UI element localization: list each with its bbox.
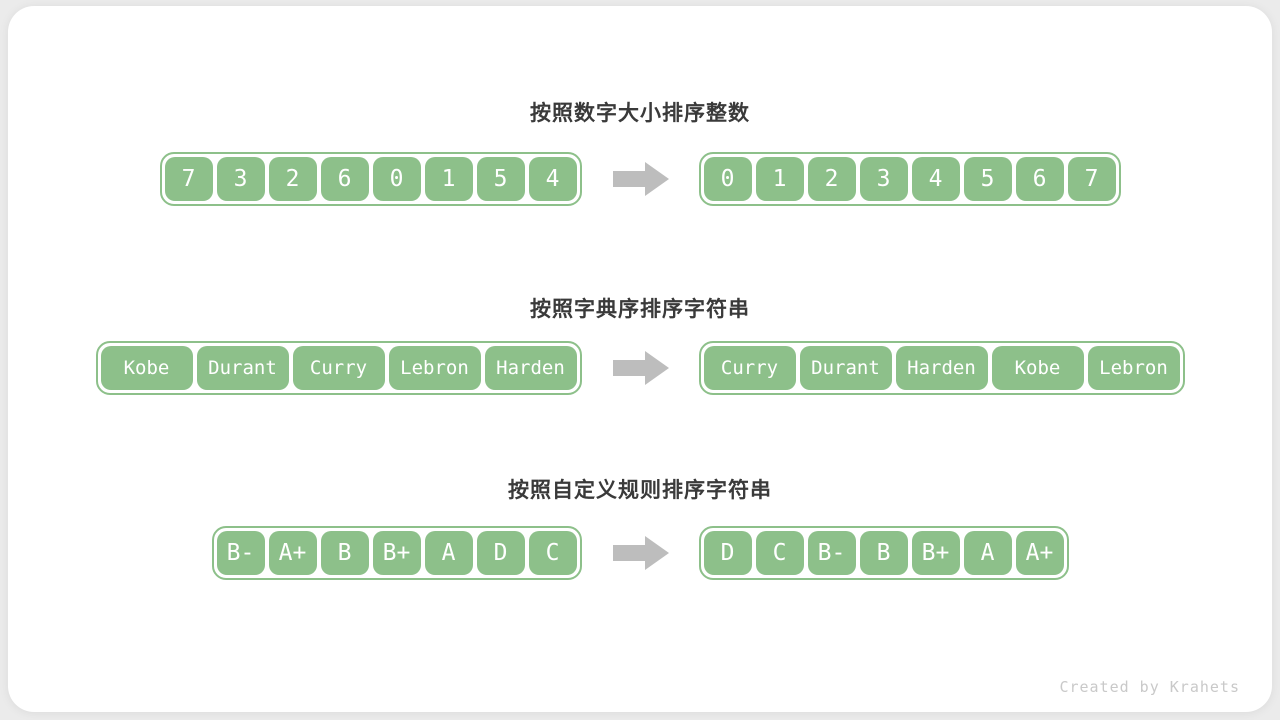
arrow-right-icon [612,346,669,390]
array-cell: Durant [799,346,892,390]
array-cell: B [320,531,369,575]
array-cell: B+ [372,531,421,575]
array-cell: B [859,531,908,575]
array-cell: 7 [1067,157,1116,201]
array-cell: Harden [895,346,988,390]
section-title: 按照数字大小排序整数 [530,102,750,125]
array-cell: 6 [1015,157,1064,201]
array-cell: B- [216,531,265,575]
array-cell: C [755,531,804,575]
section-title: 按照字典序排序字符串 [530,298,750,321]
arrow-right-icon [612,531,669,575]
array-cell: 2 [807,157,856,201]
array-cell: B- [807,531,856,575]
array-cell: Curry [292,346,385,390]
array-cell: A [963,531,1012,575]
array-cell: A+ [1015,531,1064,575]
array-cell: 0 [703,157,752,201]
array-cell: 0 [372,157,421,201]
array-cell: Lebron [388,346,481,390]
array-cell: Curry [703,346,796,390]
array-cell: A+ [268,531,317,575]
section-title: 按照自定义规则排序字符串 [508,479,772,502]
array-cell: Durant [196,346,289,390]
watermark: Created by Krahets [1059,678,1240,696]
array-cell: 2 [268,157,317,201]
array-cell: Kobe [991,346,1084,390]
array-cell: 5 [476,157,525,201]
array-cell: B+ [911,531,960,575]
array-cell: 5 [963,157,1012,201]
array-cell: 1 [424,157,473,201]
array-cell: Kobe [100,346,193,390]
array-cell: 3 [859,157,908,201]
array-cell: 3 [216,157,265,201]
array-cell: 4 [528,157,577,201]
arrow-right-icon [612,157,669,201]
array-cell: D [703,531,752,575]
array-cell: 7 [164,157,213,201]
array-cell: A [424,531,473,575]
array-cell: C [528,531,577,575]
array-cell: 1 [755,157,804,201]
array-cell: 6 [320,157,369,201]
array-cell: 4 [911,157,960,201]
array-cell: Harden [484,346,577,390]
array-cell: Lebron [1087,346,1180,390]
array-cell: D [476,531,525,575]
